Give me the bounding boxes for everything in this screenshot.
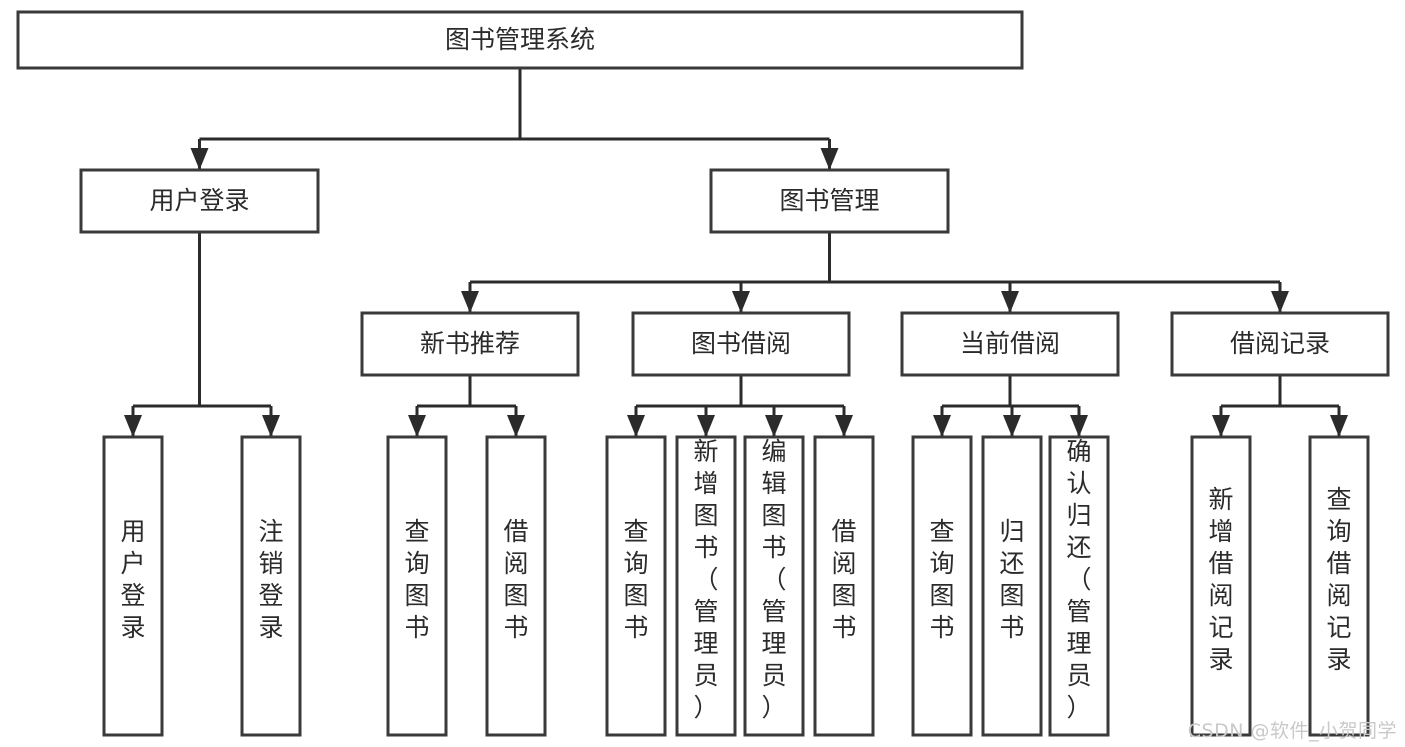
node-box[interactable] [1170,311,1390,377]
node-leaf6[interactable]: 新增图书（管理员） [675,435,737,737]
arrow-head-icon [190,148,209,170]
node-box[interactable] [911,435,973,737]
node-leaf12[interactable]: 新增借阅记录 [1190,435,1252,737]
node-leaf11[interactable]: 确认归还（管理员） [1048,435,1110,737]
node-label: 当前借阅 [960,329,1060,358]
node-label: 借阅图书 [503,517,528,642]
arrow-head-icon [262,415,280,437]
arrow-head-icon [1330,415,1348,437]
node-leaf5[interactable]: 查询图书 [605,435,667,737]
arrow-head-icon [820,148,839,170]
node-box[interactable] [16,10,1024,70]
node-box[interactable] [485,435,547,737]
arrow-head-icon [461,291,479,313]
node-root[interactable]: 图书管理系统 [16,10,1024,70]
arrow-head-icon [124,415,142,437]
node-box[interactable] [709,168,950,234]
node-label: 图书借阅 [691,329,791,358]
arrow-head-icon [627,415,645,437]
node-leaf7[interactable]: 编辑图书（管理员） [743,435,805,737]
node-box[interactable] [981,435,1043,737]
arrow-head-icon [1001,291,1019,313]
node-box[interactable] [240,435,302,737]
arrow-head-icon [1271,291,1289,313]
node-box[interactable] [102,435,164,737]
node-label: 图书管理系统 [445,25,595,54]
node-records[interactable]: 借阅记录 [1170,311,1390,377]
node-leaf4[interactable]: 借阅图书 [485,435,547,737]
node-leaf13[interactable]: 查询借阅记录 [1308,435,1370,737]
node-bookmgmt[interactable]: 图书管理 [709,168,950,234]
node-box[interactable] [1048,435,1110,737]
arrow-head-icon [933,415,951,437]
node-box[interactable] [1190,435,1252,737]
arrow-head-icon [408,415,426,437]
node-box[interactable] [813,435,875,737]
node-newbook[interactable]: 新书推荐 [360,311,580,377]
node-box[interactable] [386,435,448,737]
node-box[interactable] [360,311,580,377]
node-label: 查询借阅记录 [1326,485,1351,674]
node-leaf10[interactable]: 归还图书 [981,435,1043,737]
node-box[interactable] [743,435,805,737]
node-box[interactable] [675,435,737,737]
arrow-head-icon [1003,415,1021,437]
node-leaf9[interactable]: 查询图书 [911,435,973,737]
node-box[interactable] [631,311,851,377]
node-layer: 图书管理系统用户登录图书管理新书推荐图书借阅当前借阅借阅记录用户登录注销登录查询… [16,10,1390,737]
node-label: 用户登录 [120,517,145,642]
arrow-head-icon [1212,415,1230,437]
arrow-head-icon [835,415,853,437]
node-box[interactable] [605,435,667,737]
node-leaf2[interactable]: 注销登录 [240,435,302,737]
node-leaf1[interactable]: 用户登录 [102,435,164,737]
node-label: 新增借阅记录 [1208,485,1233,674]
arrow-head-icon [1070,415,1088,437]
node-box[interactable] [900,311,1120,377]
node-login[interactable]: 用户登录 [79,168,320,234]
arrow-head-icon [732,291,750,313]
arrow-head-icon [507,415,525,437]
node-label: 确认归还（管理员） [1066,437,1091,722]
node-label: 查询图书 [929,517,954,642]
arrow-head-icon [765,415,783,437]
node-leaf3[interactable]: 查询图书 [386,435,448,737]
node-label: 注销登录 [258,517,283,642]
connector-layer [124,68,1348,437]
node-borrow[interactable]: 图书借阅 [631,311,851,377]
node-label: 查询图书 [623,517,648,642]
node-label: 查询图书 [404,517,429,642]
watermark-text: CSDN @软件_小贺同学 [1187,720,1397,742]
node-current[interactable]: 当前借阅 [900,311,1120,377]
node-label: 新书推荐 [420,329,520,358]
node-box[interactable] [79,168,320,234]
node-label: 借阅图书 [831,517,856,642]
node-label: 归还图书 [999,517,1024,642]
node-label: 编辑图书（管理员） [761,437,786,722]
node-label: 新增图书（管理员） [693,437,718,722]
node-label: 用户登录 [149,186,249,215]
node-box[interactable] [1308,435,1370,737]
node-label: 借阅记录 [1230,329,1330,358]
arrow-head-icon [697,415,715,437]
node-label: 图书管理 [779,186,879,215]
node-leaf8[interactable]: 借阅图书 [813,435,875,737]
